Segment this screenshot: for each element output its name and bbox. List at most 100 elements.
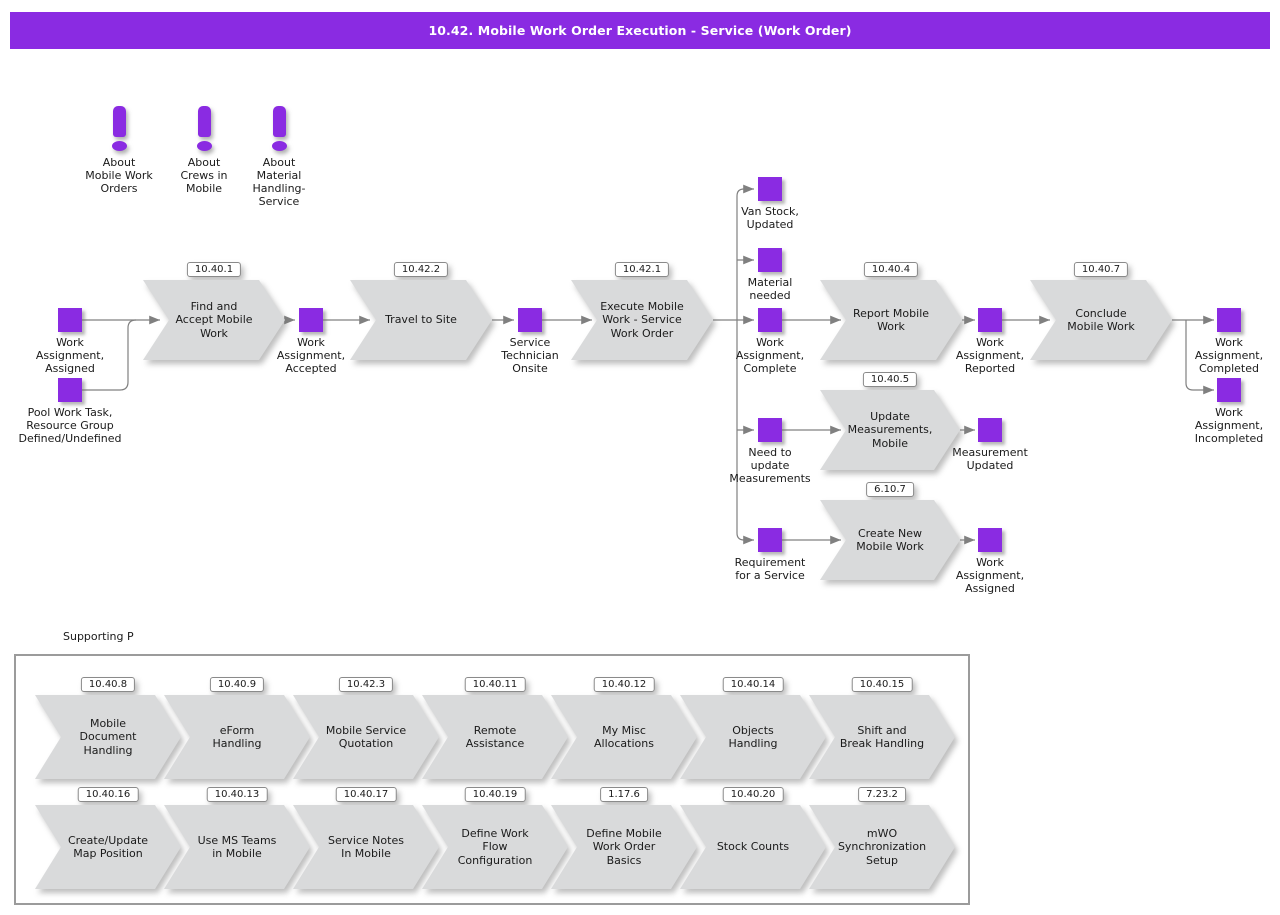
process-ref-badge: 6.10.7 (866, 482, 914, 497)
event-square[interactable] (758, 248, 782, 272)
process-chevron[interactable]: Travel to Site (350, 280, 492, 360)
event-square[interactable] (1217, 378, 1241, 402)
event-service-technician-onsite: Service Technician Onsite (470, 308, 590, 375)
process-chevron[interactable]: Remote Assistance (422, 695, 568, 779)
supporting-section-label: Supporting P (63, 630, 134, 643)
event-square[interactable] (978, 528, 1002, 552)
event-square[interactable] (299, 308, 323, 332)
event-measurement-updated: Measurement Updated (930, 418, 1050, 472)
note-about-crews-in-mobile[interactable]: About Crews in Mobile (149, 106, 259, 195)
process-ref-badge: 10.40.8 (80, 677, 136, 692)
event-work-assignment-accepted: Work Assignment, Accepted (251, 308, 371, 375)
event-label: Work Assignment, Incompleted (1194, 406, 1264, 445)
event-pool-work-task: Pool Work Task, Resource Group Defined/U… (10, 378, 130, 445)
process-ref-badge: 10.40.14 (722, 677, 784, 692)
process-chevron[interactable]: eForm Handling (164, 695, 310, 779)
note-about-mobile-work-orders[interactable]: About Mobile Work Orders (64, 106, 174, 195)
event-square[interactable] (758, 308, 782, 332)
process-ref-badge: 10.40.7 (1073, 262, 1129, 277)
event-label: Service Technician Onsite (501, 336, 559, 375)
event-square[interactable] (978, 418, 1002, 442)
process-ref-badge: 10.40.17 (335, 787, 397, 802)
process-ref-badge: 10.40.1 (186, 262, 242, 277)
process-chevron[interactable]: Mobile Document Handling (35, 695, 181, 779)
event-work-assignment-assigned-new: Work Assignment, Assigned (930, 528, 1050, 595)
process-chevron[interactable]: Mobile Service Quotation (293, 695, 439, 779)
event-square[interactable] (978, 308, 1002, 332)
process-chevron[interactable]: Define Work Flow Configuration (422, 805, 568, 889)
event-work-assignment-reported: Work Assignment, Reported (930, 308, 1050, 375)
process-chevron[interactable]: Create New Mobile Work (820, 500, 960, 580)
process-chevron[interactable]: mWO Synchronization Setup (809, 805, 955, 889)
exclamation-icon (149, 106, 259, 151)
event-square[interactable] (758, 177, 782, 201)
event-label: Need to update Measurements (729, 446, 811, 485)
event-label: Van Stock, Updated (741, 205, 799, 231)
process-chevron[interactable]: Find and Accept Mobile Work (143, 280, 285, 360)
process-chevron[interactable]: Service Notes In Mobile (293, 805, 439, 889)
process-ref-badge: 10.40.20 (722, 787, 784, 802)
event-square[interactable] (58, 378, 82, 402)
event-material-needed: Material needed (710, 248, 830, 302)
note-about-material-handling-service[interactable]: About Material Handling- Service (224, 106, 334, 208)
process-chevron[interactable]: Update Measurements, Mobile (820, 390, 960, 470)
event-square[interactable] (58, 308, 82, 332)
process-mwo-synchronization-setup: 7.23.2 mWO Synchronization Setup (809, 787, 955, 889)
note-label: About Material Handling- Service (252, 156, 306, 208)
process-chevron[interactable]: Objects Handling (680, 695, 826, 779)
event-work-assignment-completed: Work Assignment, Completed (1169, 308, 1280, 375)
event-need-to-update-measurements: Need to update Measurements (710, 418, 830, 485)
event-label: Work Assignment, Assigned (955, 556, 1025, 595)
note-label: About Crews in Mobile (180, 156, 228, 195)
event-label: Pool Work Task, Resource Group Defined/U… (18, 406, 122, 445)
page-title: 10.42. Mobile Work Order Execution - Ser… (10, 12, 1270, 49)
process-ref-badge: 10.40.11 (464, 677, 526, 692)
event-square[interactable] (758, 418, 782, 442)
process-chevron[interactable]: Shift and Break Handling (809, 695, 955, 779)
process-chevron[interactable]: Stock Counts (680, 805, 826, 889)
process-ref-badge: 10.40.5 (862, 372, 918, 387)
event-label: Work Assignment, Accepted (276, 336, 346, 375)
process-chevron[interactable]: Conclude Mobile Work (1030, 280, 1172, 360)
process-chevron[interactable]: My Misc Allocations (551, 695, 697, 779)
event-label: Work Assignment, Assigned (35, 336, 105, 375)
process-ref-badge: 10.40.19 (464, 787, 526, 802)
note-label: About Mobile Work Orders (85, 156, 153, 195)
process-chevron[interactable]: Execute Mobile Work - Service Work Order (571, 280, 713, 360)
process-ref-badge: 10.40.12 (593, 677, 655, 692)
event-square[interactable] (518, 308, 542, 332)
event-label: Measurement Updated (952, 446, 1028, 472)
event-square[interactable] (758, 528, 782, 552)
process-ref-badge: 1.17.6 (600, 787, 648, 802)
process-ref-badge: 10.42.1 (614, 262, 670, 277)
event-square[interactable] (1217, 308, 1241, 332)
event-label: Requirement for a Service (734, 556, 806, 582)
process-chevron[interactable]: Use MS Teams in Mobile (164, 805, 310, 889)
process-chevron[interactable]: Create/Update Map Position (35, 805, 181, 889)
event-van-stock-updated: Van Stock, Updated (710, 177, 830, 231)
process-ref-badge: 10.42.3 (338, 677, 394, 692)
event-work-assignment-assigned: Work Assignment, Assigned (10, 308, 130, 375)
event-work-assignment-complete: Work Assignment, Complete (710, 308, 830, 375)
process-ref-badge: 7.23.2 (858, 787, 906, 802)
process-chevron[interactable]: Define Mobile Work Order Basics (551, 805, 697, 889)
process-chevron[interactable]: Report Mobile Work (820, 280, 962, 360)
